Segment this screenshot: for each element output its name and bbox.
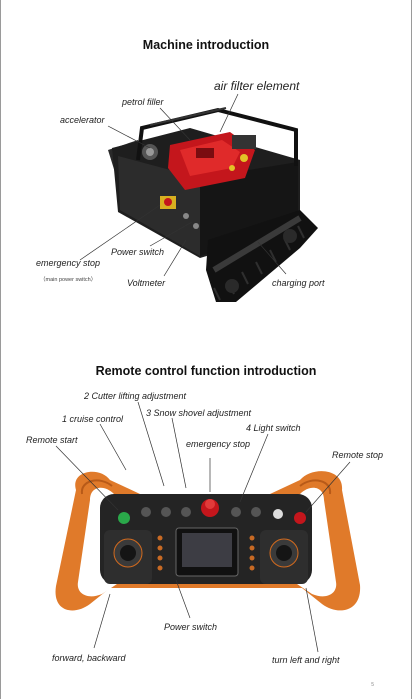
label-power-switch-remote: Power switch — [164, 622, 218, 632]
label-main-power-switch: （main power switch） — [40, 277, 97, 283]
remote-control-illustration — [55, 471, 361, 611]
label-accelerator: accelerator — [60, 115, 105, 125]
page-number: 5 — [371, 682, 374, 688]
label-charging-port: charging port — [272, 278, 325, 288]
label-remote-stop: Remote stop — [332, 450, 384, 460]
label-emergency-stop-remote: emergency stop — [186, 439, 251, 449]
label-voltmeter: Voltmeter — [127, 278, 166, 288]
page-edge-left — [0, 0, 1, 699]
label-petrol-filler: petrol filler — [122, 97, 164, 107]
machine-intro-title: Machine introduction — [142, 38, 270, 52]
label-air-filter: air filter element — [214, 79, 300, 93]
mower-machine-illustration — [108, 107, 318, 302]
label-emergency-stop-machine: emergency stop — [36, 258, 101, 268]
label-remote-start: Remote start — [26, 435, 78, 445]
label-cutter-lifting: 2 Cutter lifting adjustment — [84, 391, 187, 401]
remote-intro-title: Remote control function introduction — [95, 364, 317, 378]
remote-leader-lines — [55, 401, 351, 653]
label-cruise-control: 1 cruise control — [62, 414, 124, 424]
label-power-switch-machine: Power switch — [111, 247, 165, 257]
label-light-switch: 4 Light switch — [246, 423, 301, 433]
label-turn-left-right: turn left and right — [272, 655, 340, 665]
label-snow-shovel: 3 Snow shovel adjustment — [146, 408, 252, 418]
label-forward-backward: forward, backward — [52, 653, 126, 663]
machine-leader-lines — [79, 93, 287, 277]
